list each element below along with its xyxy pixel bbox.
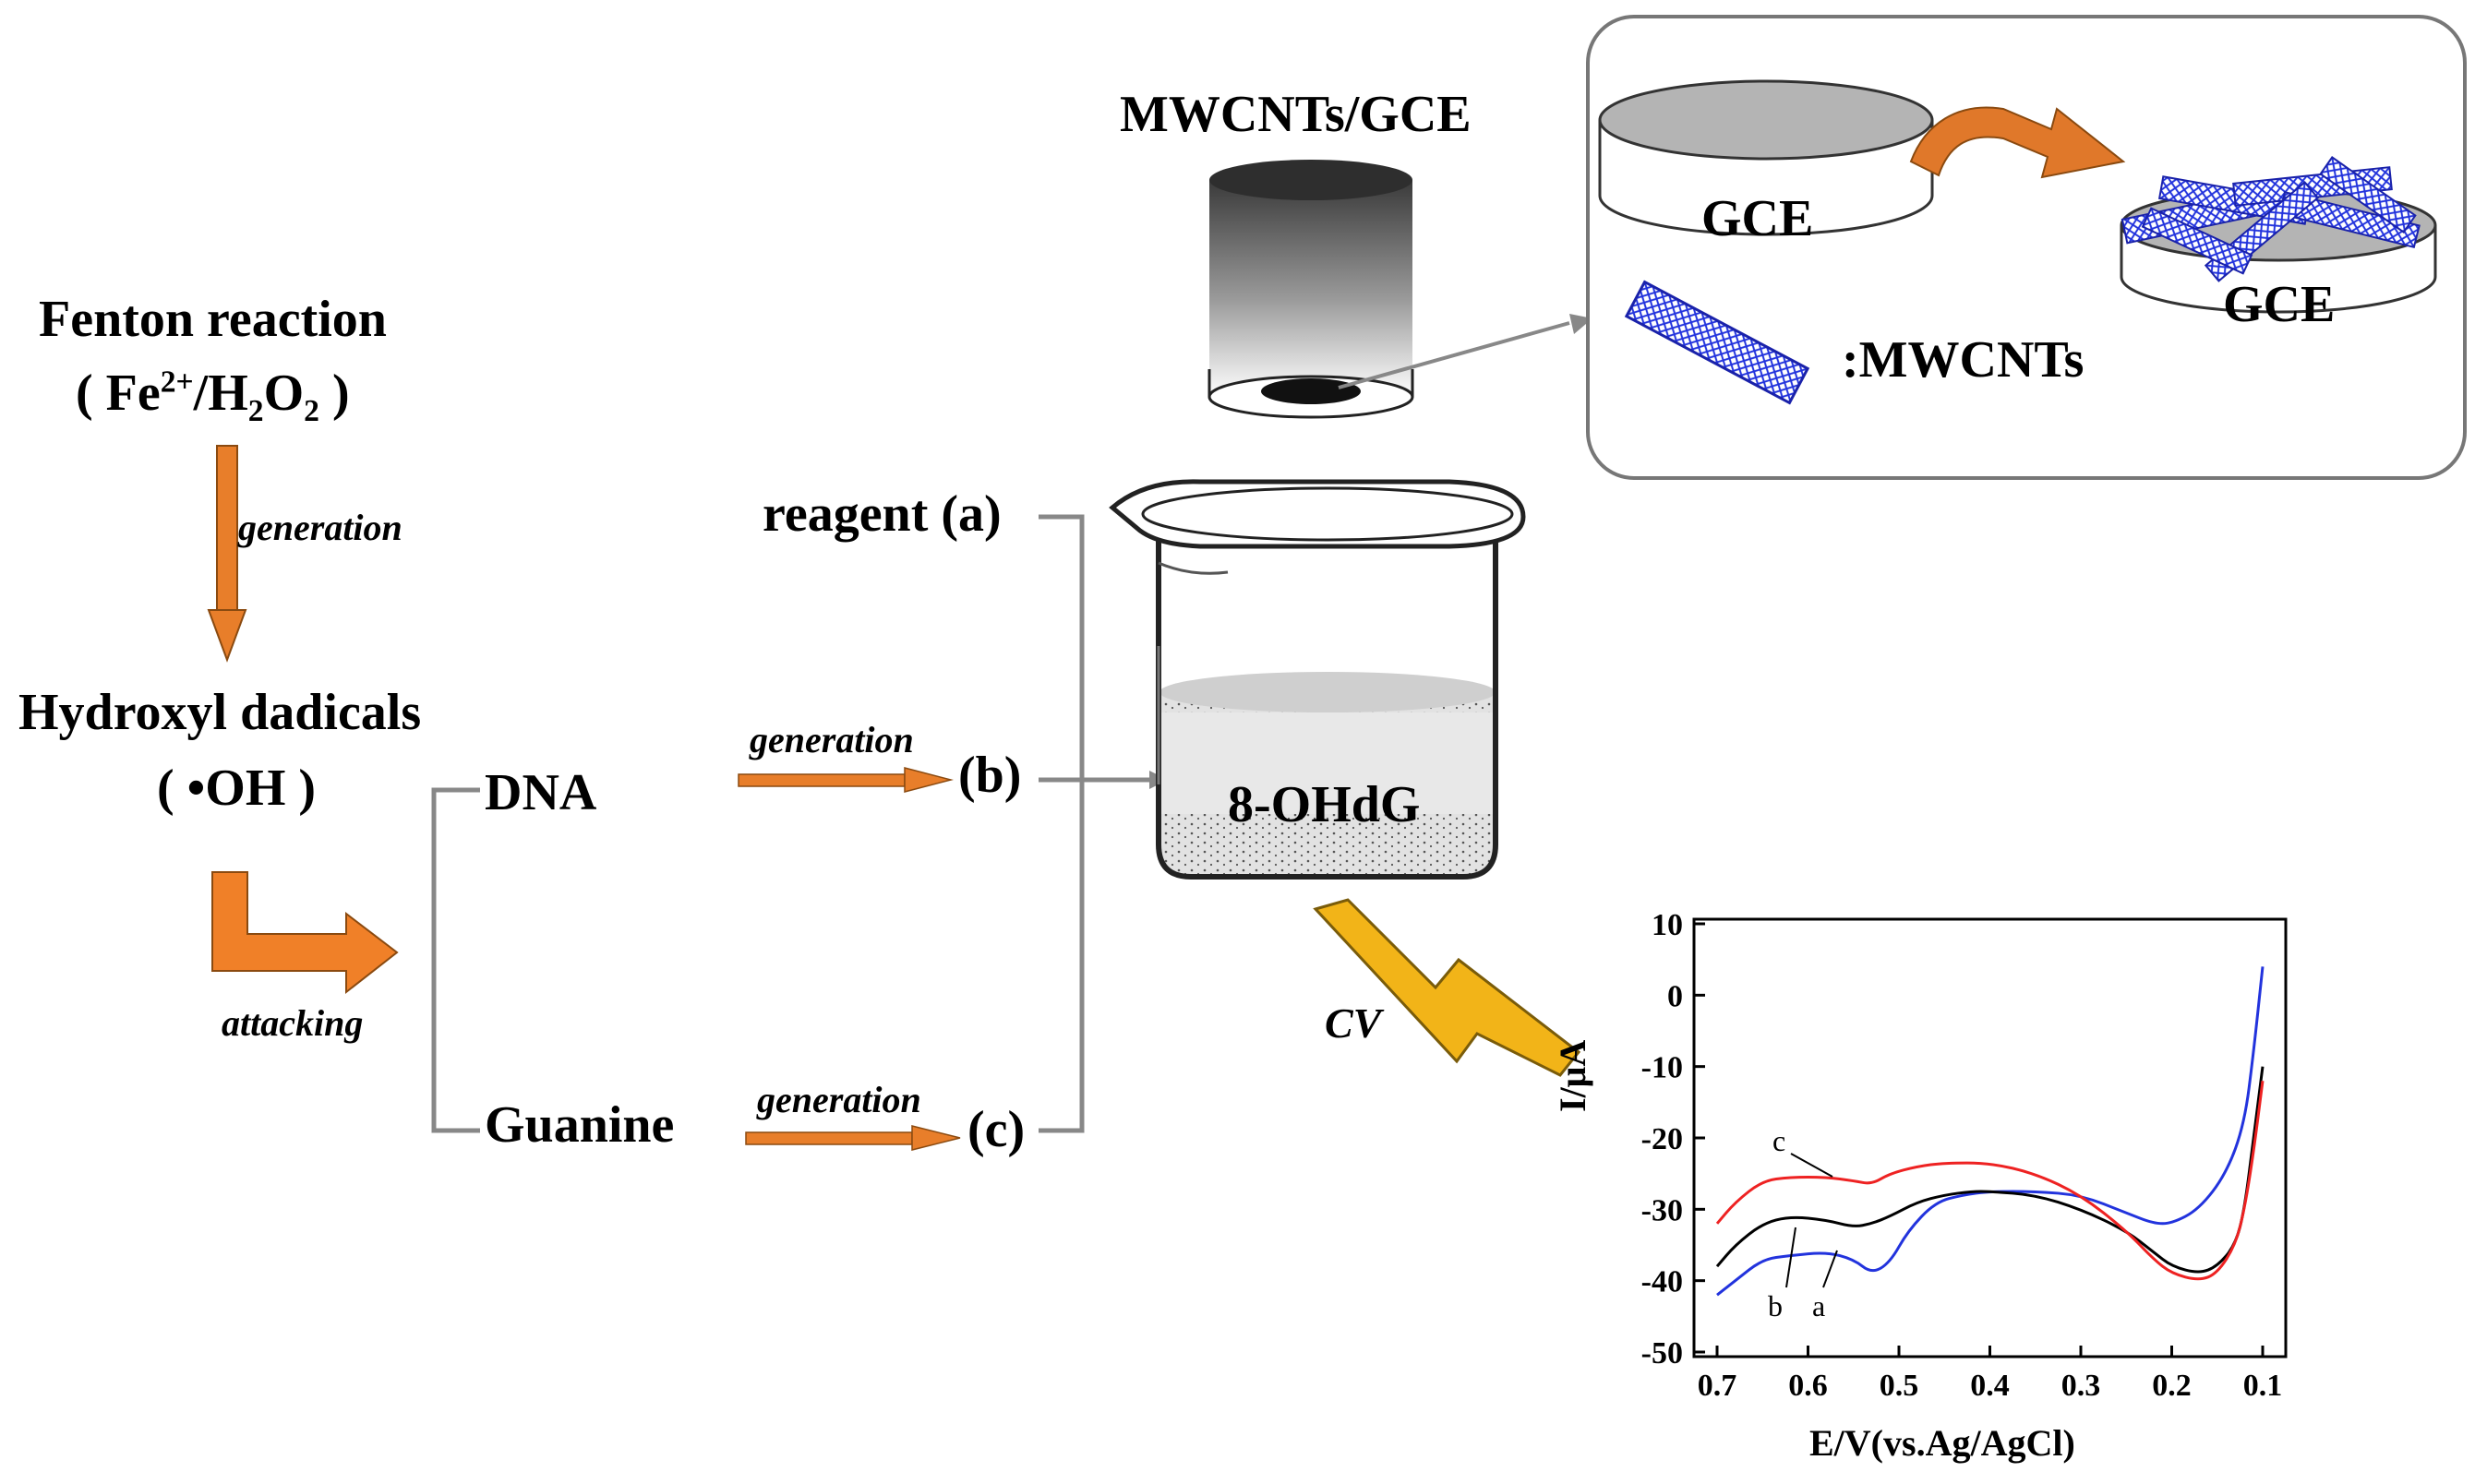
y-tick-label: -50 [1641, 1336, 1683, 1370]
y-tick-label: -10 [1641, 1051, 1683, 1085]
electrode-label: MWCNTs/GCE [1120, 86, 1472, 143]
electrode-disk [1261, 378, 1361, 404]
y-tick-label: -30 [1641, 1193, 1683, 1227]
fenton-title: Fenton reaction [39, 291, 387, 348]
plot-ticks: 10 0 -10 -20 -30 -40 -50 0.7 0.6 0.5 0.4 0.3 0.2 0.1 [1641, 908, 2283, 1403]
fenton-formula: ( Fe2+/H2O2 ) [76, 364, 350, 429]
x-tick-label: 0.5 [1880, 1369, 1919, 1403]
guanine-label: Guanine [485, 1096, 675, 1154]
formula-h-sub: 2 [247, 394, 264, 429]
dna-guanine-bracket [431, 787, 480, 1133]
y-tick-label: 10 [1652, 908, 1683, 942]
y-tick-label: -40 [1641, 1265, 1683, 1299]
nanotube-cluster [2121, 156, 2421, 282]
y-tick-label: -20 [1641, 1122, 1683, 1156]
generation-label-2: generation [750, 719, 914, 760]
curve-label-b: b [1768, 1289, 1783, 1322]
dna-label: DNA [485, 764, 597, 821]
x-tick-label: 0.7 [1698, 1369, 1737, 1403]
formula-open-paren: ( [76, 365, 93, 422]
beaker [1109, 479, 1526, 880]
formula-h: /H [193, 365, 248, 422]
x-tick-label: 0.2 [2152, 1369, 2192, 1403]
cv-plot: 10 0 -10 -20 -30 -40 -50 0.7 0.6 0.5 0.4 0.3 0.2 0.1 [1641, 908, 2288, 1403]
beaker-label: 8-OHdG [1228, 776, 1421, 833]
cv-curve-b [1715, 1066, 2265, 1274]
curve-label-a: a [1812, 1289, 1826, 1322]
x-tick-label: 0.1 [2243, 1369, 2283, 1403]
label-c: (c) [967, 1101, 1026, 1158]
attacking-arrow [211, 871, 399, 995]
x-tick-label: 0.6 [1788, 1369, 1828, 1403]
formula-fe: Fe [105, 365, 161, 422]
formula-close-paren: ) [331, 365, 350, 422]
dna-generation-arrow [738, 767, 954, 793]
plot-curves [1715, 966, 2265, 1297]
cv-curve-c [1715, 1080, 2265, 1281]
label-b: (b) [958, 747, 1022, 804]
mwcnt-legend-tube [1624, 280, 1810, 405]
x-tick-label: 0.3 [2061, 1369, 2101, 1403]
curve-label-leaders [1785, 1153, 1838, 1288]
cv-curve-a [1716, 966, 2265, 1297]
reagent-bracket [1039, 514, 1149, 1133]
y-tick-label: 0 [1667, 979, 1683, 1013]
gce-modified-label: GCE [2223, 276, 2336, 333]
electrode [1207, 160, 1414, 419]
bare-gce [1598, 79, 1934, 236]
formula-o-sub: 2 [304, 394, 319, 429]
fenton-to-hydroxyl-arrow [207, 445, 247, 663]
hydroxyl-title: Hydroxyl dadicals [18, 684, 422, 741]
x-tick-label: 0.4 [1970, 1369, 2010, 1403]
reagent-a-label: reagent (a) [763, 485, 1002, 543]
y-axis-label: I/μA [1552, 1039, 1593, 1112]
mwcnt-legend-label: :MWCNTs [1842, 331, 2085, 389]
modification-arrow [1909, 106, 2126, 179]
guanine-generation-arrow [745, 1125, 961, 1151]
hydroxyl-formula: ( •OH ) [157, 760, 317, 817]
formula-o: O [263, 365, 305, 422]
gce-label: GCE [1701, 190, 1814, 247]
cv-lightning-bolt [1313, 898, 1581, 1077]
generation-label-1: generation [238, 507, 402, 548]
formula-fe-charge: 2+ [160, 365, 194, 400]
generation-label-3: generation [757, 1079, 921, 1120]
curve-label-c: c [1772, 1124, 1786, 1157]
attacking-label: attacking [222, 1002, 364, 1044]
cv-label: CV [1325, 999, 1382, 1047]
x-axis-label: E/V(vs.Ag/AgCl) [1809, 1422, 2075, 1464]
